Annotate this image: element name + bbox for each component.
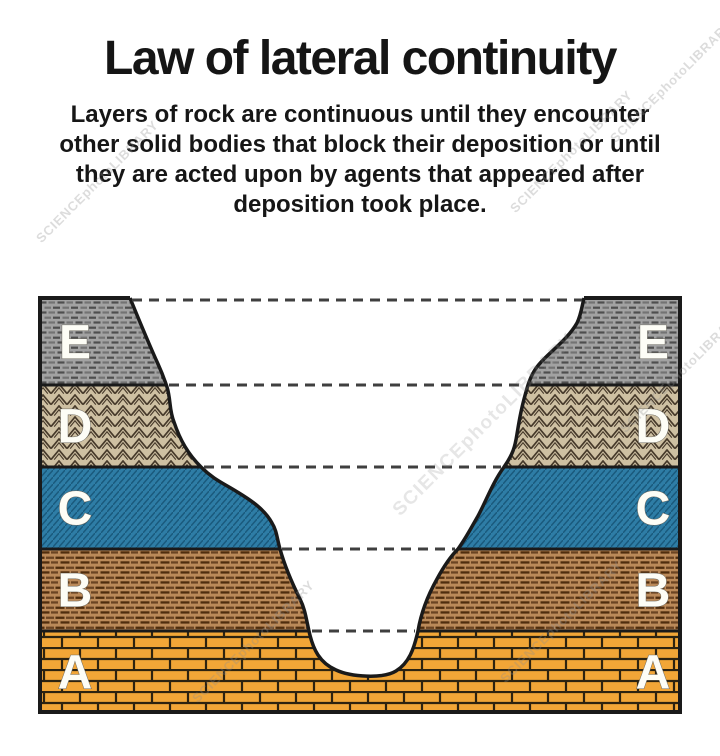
layer-label-B-right: B bbox=[636, 565, 671, 618]
layer-label-C-right: C bbox=[636, 483, 671, 536]
cross-section-diagram: E D C B A E D C B A bbox=[38, 295, 682, 714]
layer-label-A-left: A bbox=[58, 647, 93, 700]
layer-label-D-left: D bbox=[58, 401, 93, 454]
diagram-border bbox=[38, 296, 682, 714]
page-subtitle: Layers of rock are continuous until they… bbox=[0, 100, 720, 220]
subtitle-line: Layers of rock are continuous until they… bbox=[70, 101, 650, 129]
continuity-dashed-lines bbox=[132, 298, 582, 633]
subtitle-line: deposition took place. bbox=[233, 191, 487, 219]
page-title: Law of lateral continuity bbox=[104, 32, 617, 85]
valley-outline bbox=[128, 297, 586, 678]
layer-label-B-left: B bbox=[58, 565, 93, 618]
subtitle-line: other solid bodies that block their depo… bbox=[59, 131, 661, 159]
layer-label-E-right: E bbox=[637, 317, 669, 370]
layer-label-A-right: A bbox=[636, 647, 671, 700]
layer-label-C-left: C bbox=[58, 483, 93, 536]
valley-fill bbox=[130, 295, 584, 677]
subtitle-line: they are acted upon by agents that appea… bbox=[75, 161, 645, 189]
layer-label-E-left: E bbox=[59, 317, 91, 370]
layer-label-D-right: D bbox=[636, 401, 671, 454]
